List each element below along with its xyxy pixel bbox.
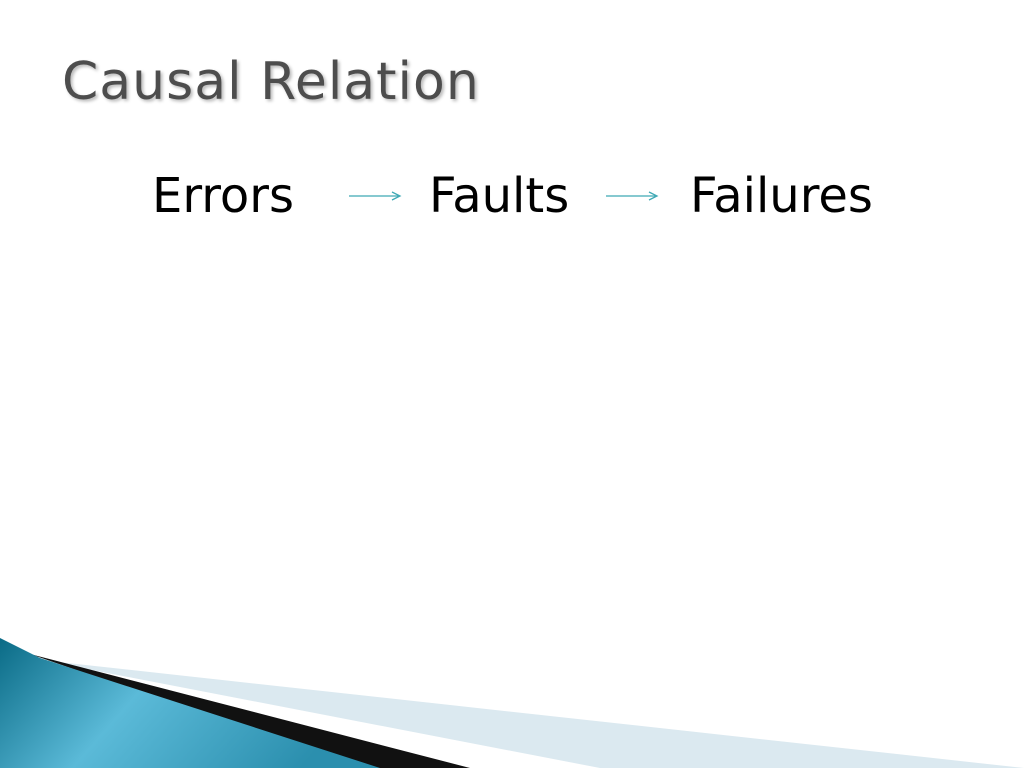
right-arrow-icon — [606, 191, 659, 201]
right-arrow-icon — [349, 191, 402, 201]
term-errors: Errors — [152, 168, 295, 224]
term-faults: Faults — [429, 168, 570, 224]
bottom-decorative-band — [0, 638, 1024, 768]
term-failures: Failures — [690, 168, 873, 224]
slide-title: Causal Relation — [62, 52, 480, 112]
